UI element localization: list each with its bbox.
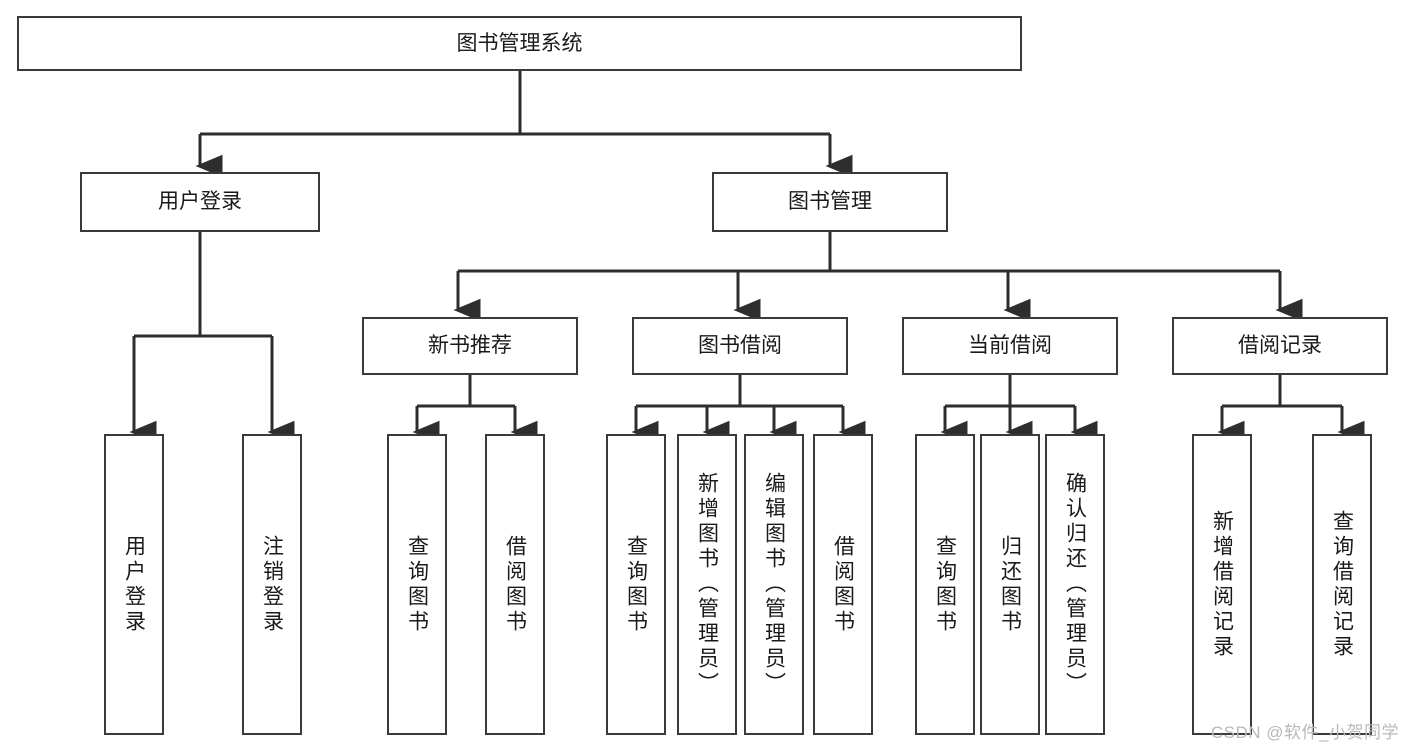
leaf-label: 查询图书 [405, 534, 429, 635]
node-book-borrow-label: 图书借阅 [698, 334, 782, 358]
node-current-borrow-label: 当前借阅 [968, 334, 1052, 358]
node-current-borrow[interactable]: 当前借阅 [902, 317, 1118, 375]
leaf-borrow-borrow-book[interactable]: 借阅图书 [813, 434, 873, 735]
leaf-record-add-record[interactable]: 新增借阅记录 [1192, 434, 1252, 735]
node-borrow-record-label: 借阅记录 [1238, 334, 1322, 358]
leaf-borrow-edit-book-admin[interactable]: 编辑图书（管理员） [744, 434, 804, 735]
node-book-management[interactable]: 图书管理 [712, 172, 948, 232]
node-borrow-record[interactable]: 借阅记录 [1172, 317, 1388, 375]
leaf-label: 编辑图书（管理员） [762, 472, 786, 697]
leaf-newbook-query-book[interactable]: 查询图书 [387, 434, 447, 735]
leaf-label: 新增图书（管理员） [695, 472, 719, 697]
leaf-label: 新增借阅记录 [1210, 509, 1234, 660]
leaf-label: 注销登录 [260, 534, 284, 635]
watermark: CSDN @软件_小贺同学 [1210, 723, 1399, 742]
leaf-label: 查询图书 [933, 534, 957, 635]
leaf-newbook-borrow-book[interactable]: 借阅图书 [485, 434, 545, 735]
leaf-label: 归还图书 [998, 534, 1022, 635]
leaf-label: 查询图书 [624, 534, 648, 635]
node-root[interactable]: 图书管理系统 [17, 16, 1022, 71]
leaf-current-confirm-return-admin[interactable]: 确认归还（管理员） [1045, 434, 1105, 735]
node-book-management-label: 图书管理 [788, 190, 872, 214]
leaf-label: 借阅图书 [503, 534, 527, 635]
node-user-login-label: 用户登录 [158, 190, 242, 214]
node-new-book-recommend-label: 新书推荐 [428, 334, 512, 358]
leaf-borrow-query-book[interactable]: 查询图书 [606, 434, 666, 735]
leaf-record-query-record[interactable]: 查询借阅记录 [1312, 434, 1372, 735]
leaf-label: 用户登录 [122, 534, 146, 635]
node-new-book-recommend[interactable]: 新书推荐 [362, 317, 578, 375]
leaf-user-login-logout[interactable]: 注销登录 [242, 434, 302, 735]
leaf-label: 借阅图书 [831, 534, 855, 635]
node-book-borrow[interactable]: 图书借阅 [632, 317, 848, 375]
node-user-login[interactable]: 用户登录 [80, 172, 320, 232]
leaf-label: 确认归还（管理员） [1063, 472, 1087, 697]
leaf-borrow-add-book-admin[interactable]: 新增图书（管理员） [677, 434, 737, 735]
node-root-label: 图书管理系统 [456, 31, 583, 55]
leaf-label: 查询借阅记录 [1330, 509, 1354, 660]
leaf-current-query-book[interactable]: 查询图书 [915, 434, 975, 735]
leaf-user-login-login[interactable]: 用户登录 [104, 434, 164, 735]
leaf-current-return-book[interactable]: 归还图书 [980, 434, 1040, 735]
